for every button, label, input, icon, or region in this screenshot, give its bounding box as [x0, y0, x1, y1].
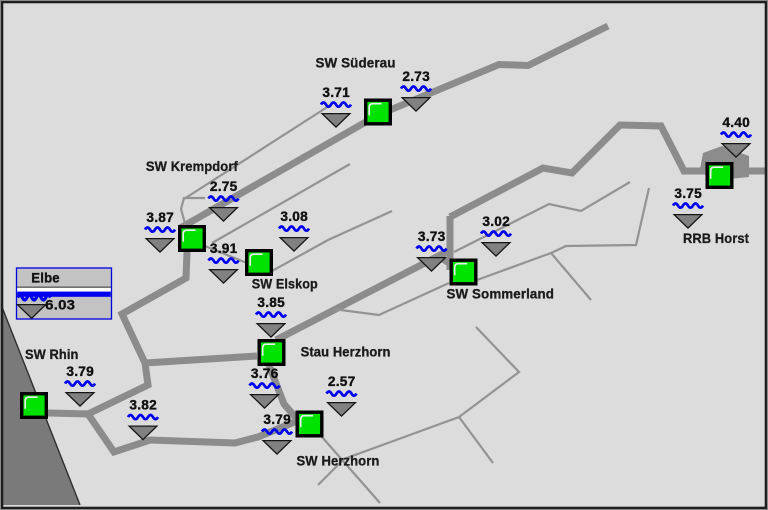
svg-text:SW Süderau: SW Süderau — [316, 55, 396, 70]
svg-text:2.73: 2.73 — [402, 69, 430, 84]
svg-text:3.79: 3.79 — [66, 364, 94, 379]
svg-text:3.73: 3.73 — [418, 229, 446, 244]
svg-text:3.08: 3.08 — [280, 209, 308, 224]
svg-text:4.40: 4.40 — [722, 115, 750, 130]
svg-text:3.71: 3.71 — [322, 85, 350, 100]
svg-text:Elbe: Elbe — [31, 270, 60, 285]
svg-text:3.79: 3.79 — [263, 412, 291, 427]
svg-text:2.75: 2.75 — [210, 179, 238, 194]
svg-text:Stau Herzhorn: Stau Herzhorn — [301, 345, 391, 360]
svg-text:SW Krempdorf: SW Krempdorf — [146, 159, 238, 174]
svg-text:3.76: 3.76 — [251, 366, 279, 381]
svg-text:3.85: 3.85 — [257, 295, 285, 310]
svg-text:3.87: 3.87 — [146, 210, 174, 225]
svg-text:3.02: 3.02 — [482, 214, 510, 229]
svg-text:3.82: 3.82 — [129, 397, 157, 412]
svg-text:2.57: 2.57 — [328, 374, 356, 389]
svg-text:SW Sommerland: SW Sommerland — [447, 287, 555, 302]
svg-text:SW Rhin: SW Rhin — [25, 347, 79, 362]
svg-text:3.75: 3.75 — [674, 186, 702, 201]
svg-text:RRB Horst: RRB Horst — [683, 231, 749, 246]
svg-text:SW Elskop: SW Elskop — [252, 277, 318, 292]
svg-text:6.03: 6.03 — [45, 297, 75, 312]
svg-text:3.91: 3.91 — [210, 241, 238, 256]
svg-text:SW Herzhorn: SW Herzhorn — [297, 454, 380, 469]
